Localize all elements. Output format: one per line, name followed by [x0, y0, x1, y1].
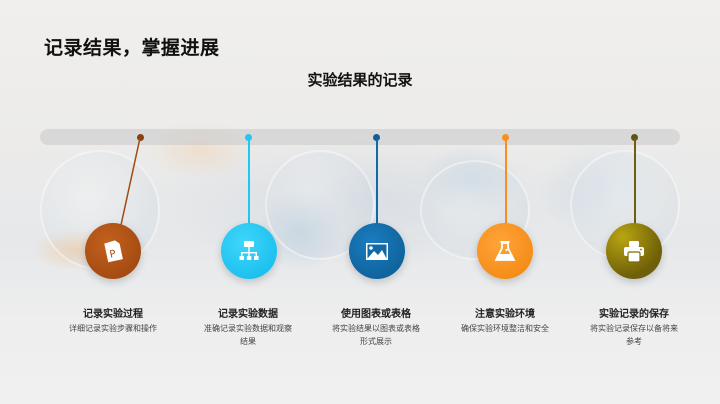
- connector-line: [248, 138, 250, 224]
- slide-title: 记录结果，掌握进展: [44, 37, 220, 59]
- timeline-circle-record-process[interactable]: P: [85, 223, 141, 279]
- timeline-circle-save-records[interactable]: [606, 223, 662, 279]
- item-desc: 准确记录实验数据和观察结果: [204, 324, 292, 346]
- hierarchy-icon: [239, 241, 259, 260]
- connector-line: [505, 138, 507, 224]
- timeline-dot: [245, 134, 252, 141]
- connector-line: [376, 138, 378, 224]
- item-title: 记录实验过程: [83, 309, 143, 320]
- slide-subtitle: 实验结果的记录: [307, 71, 413, 89]
- item-title: 注意实验环境: [475, 309, 535, 320]
- timeline-circle-environment[interactable]: [477, 223, 533, 279]
- image-icon: [366, 243, 388, 260]
- timeline-dot: [373, 134, 380, 141]
- item-title: 记录实验数据: [218, 309, 278, 320]
- document-p-icon: P: [104, 240, 123, 263]
- timeline-track: [40, 129, 680, 145]
- svg-text:P: P: [109, 249, 117, 261]
- timeline-dot: [502, 134, 509, 141]
- item-desc: 将实验记录保存以备将来参考: [590, 324, 678, 346]
- item-title: 使用图表或表格: [341, 309, 411, 320]
- item-desc: 确保实验环境整洁和安全: [461, 324, 549, 333]
- connector-line: [634, 138, 636, 224]
- printer-icon: [624, 241, 644, 263]
- timeline-dot: [631, 134, 638, 141]
- flask-icon: [494, 241, 516, 261]
- timeline-circle-record-data[interactable]: [221, 223, 277, 279]
- item-desc: 将实验结果以图表或表格形式展示: [332, 324, 420, 346]
- item-title: 实验记录的保存: [599, 309, 669, 320]
- timeline-dot: [137, 134, 144, 141]
- item-desc: 详细记录实验步骤和操作: [69, 324, 157, 333]
- timeline-circle-charts-tables[interactable]: [349, 223, 405, 279]
